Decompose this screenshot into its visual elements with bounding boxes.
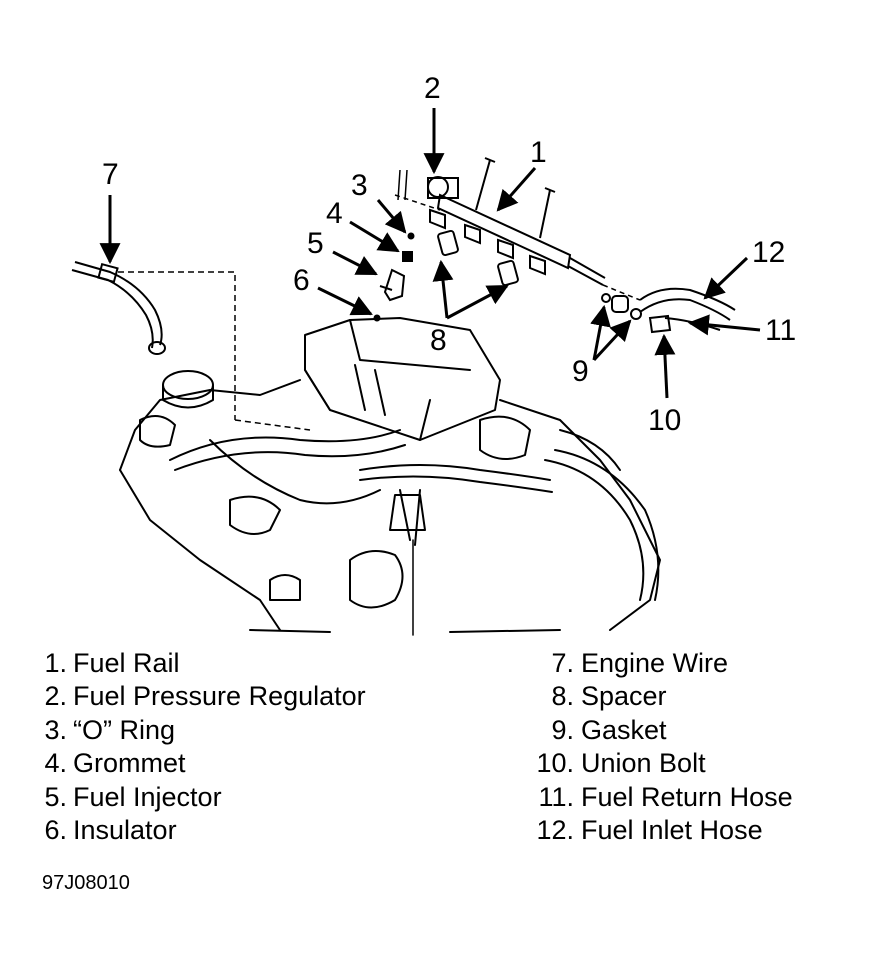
legend-item: 9.Gasket — [524, 714, 793, 747]
callout-9: 9 — [572, 355, 589, 388]
legend-item: 7.Engine Wire — [524, 647, 793, 680]
legend-item-number: 7. — [551, 648, 574, 678]
legend-item: 5.Fuel Injector — [30, 781, 366, 814]
figure-id: 97J08010 — [42, 872, 130, 894]
legend-item-number: 9. — [551, 714, 574, 745]
legend-item-label: Fuel Inlet Hose — [581, 815, 763, 846]
legend-item: 12.Fuel Inlet Hose — [524, 814, 793, 847]
legend-item-number: 1. — [44, 648, 67, 678]
legend-item-number: 5. — [44, 781, 67, 812]
fuel-rail-exploded-diagram: 1 2 3 4 5 6 7 8 9 10 11 12 — [71, 72, 796, 636]
legend-item-number: 4. — [44, 748, 67, 779]
callout-4: 4 — [326, 197, 343, 230]
legend-item-label: Fuel Return Hose — [581, 781, 793, 812]
legend-item-number: 6. — [44, 815, 67, 846]
callout-12: 12 — [752, 236, 785, 269]
legend-item-label: “O” Ring — [73, 714, 176, 745]
legend-item-label: Insulator — [73, 815, 177, 846]
legend-item-label: Gasket — [581, 714, 667, 745]
legend-item-number: 11. — [538, 781, 574, 812]
legend-item: 10.Union Bolt — [524, 747, 793, 780]
legend-item: 3.“O” Ring — [30, 714, 366, 747]
legend-item-label: Fuel Injector — [73, 781, 222, 812]
legend-item-label: Grommet — [73, 748, 186, 779]
legend-item-label: Fuel Rail — [73, 648, 180, 678]
legend-item-number: 10. — [536, 748, 574, 779]
legend-item: 11.Fuel Return Hose — [524, 781, 793, 814]
small-parts — [373, 229, 736, 334]
callout-2: 2 — [424, 72, 441, 105]
legend-item: 6.Insulator — [30, 814, 366, 847]
leader-arrows — [99, 108, 761, 399]
legend-item-number: 3. — [44, 714, 67, 745]
legend-item-number: 12. — [536, 815, 574, 846]
callout-10: 10 — [648, 404, 681, 437]
callout-1: 1 — [530, 136, 547, 169]
fuel-rail-part — [394, 157, 606, 286]
legend-item-label: Union Bolt — [581, 748, 706, 779]
legend-item-label: Fuel Pressure Regulator — [73, 681, 366, 712]
callout-6: 6 — [293, 264, 310, 297]
callout-7: 7 — [102, 158, 119, 191]
callout-5: 5 — [307, 227, 324, 260]
callout-labels: 1 2 3 4 5 6 7 8 9 10 11 12 — [102, 72, 796, 437]
legend-item-number: 2. — [44, 681, 67, 712]
parts-legend-right: 7.Engine Wire 8.Spacer 9.Gasket 10.Union… — [524, 647, 793, 847]
engine-illustration — [119, 317, 661, 636]
engine-wire-part — [71, 261, 311, 431]
callout-8: 8 — [430, 324, 447, 357]
legend-item-number: 8. — [551, 681, 574, 712]
callout-11: 11 — [765, 314, 796, 347]
legend-item: 2.Fuel Pressure Regulator — [30, 680, 366, 713]
legend-item: 8.Spacer — [524, 680, 793, 713]
legend-item: 4.Grommet — [30, 747, 366, 780]
legend-item: 1.Fuel Rail — [30, 647, 366, 680]
callout-3: 3 — [351, 169, 368, 202]
legend-item-label: Engine Wire — [581, 648, 729, 678]
parts-legend-left: 1.Fuel Rail 2.Fuel Pressure Regulator 3.… — [30, 647, 366, 847]
legend-item-label: Spacer — [581, 681, 667, 712]
